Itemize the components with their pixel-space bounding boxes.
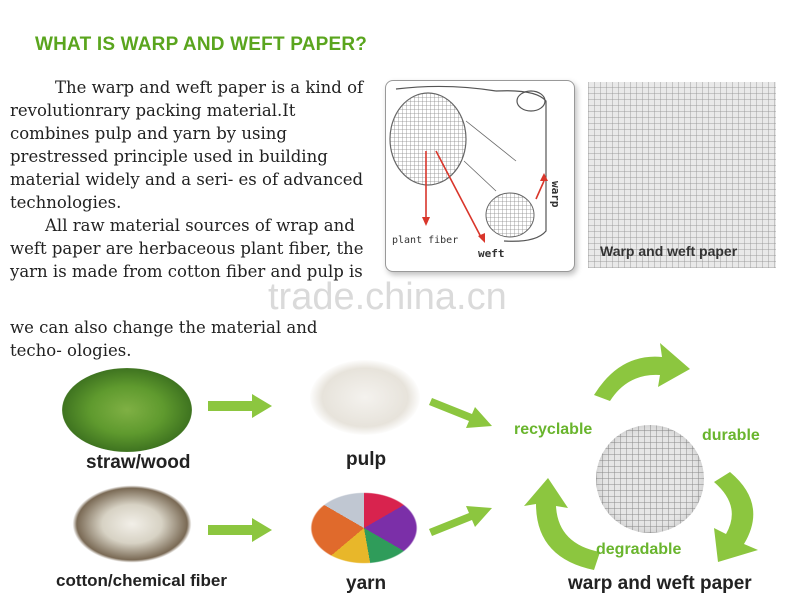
cotton-label: cotton/chemical fiber	[56, 571, 227, 590]
diagram-illustration: plant fiber weft warp	[389, 85, 562, 260]
intro-paragraph-1: The warp and weft paper is a kind of rev…	[10, 78, 364, 212]
arrow-right-icon	[208, 394, 272, 418]
cotton-photo	[72, 485, 192, 563]
weft-label: weft	[478, 247, 505, 260]
mesh-zoom-circle	[389, 92, 467, 186]
pulp-label: pulp	[346, 449, 387, 470]
paper-disc	[596, 425, 704, 533]
pulp-photo	[310, 360, 420, 435]
arrow-diagonal-down-icon	[429, 398, 492, 428]
page-title: WHAT IS WARP AND WEFT PAPER?	[35, 34, 368, 55]
warp-label: warp	[549, 181, 562, 208]
product-label: warp and weft paper	[568, 573, 752, 594]
recyclable-label: recyclable	[514, 421, 593, 438]
arrow-diagonal-up-icon	[429, 506, 492, 536]
yarn-label: yarn	[346, 573, 387, 594]
cycle-arrow-right-icon	[714, 472, 758, 562]
straw-wood-photo	[62, 368, 192, 452]
intro-paragraph-2: All raw material sources of wrap and wef…	[10, 216, 364, 281]
arrow-right-icon	[208, 518, 272, 542]
watermark: trade.china.cn	[268, 276, 507, 318]
straw-wood-label: straw/wood	[86, 452, 191, 473]
plant-fiber-label: plant fiber	[392, 235, 458, 246]
intro-text: The warp and weft paper is a kind of rev…	[10, 76, 370, 283]
paper-caption: Warp and weft paper	[600, 243, 738, 259]
durable-label: durable	[702, 427, 760, 444]
cycle-arrow-top-icon	[594, 343, 690, 401]
yarn-photo	[310, 492, 418, 564]
paper-texture-photo	[588, 82, 776, 268]
intro-paragraph-3: we can also change the material and tech…	[10, 318, 318, 360]
warp-weft-diagram: plant fiber weft warp	[385, 80, 575, 272]
degradable-label: degradable	[596, 541, 682, 558]
cycle-arrow-left-icon	[524, 478, 600, 570]
